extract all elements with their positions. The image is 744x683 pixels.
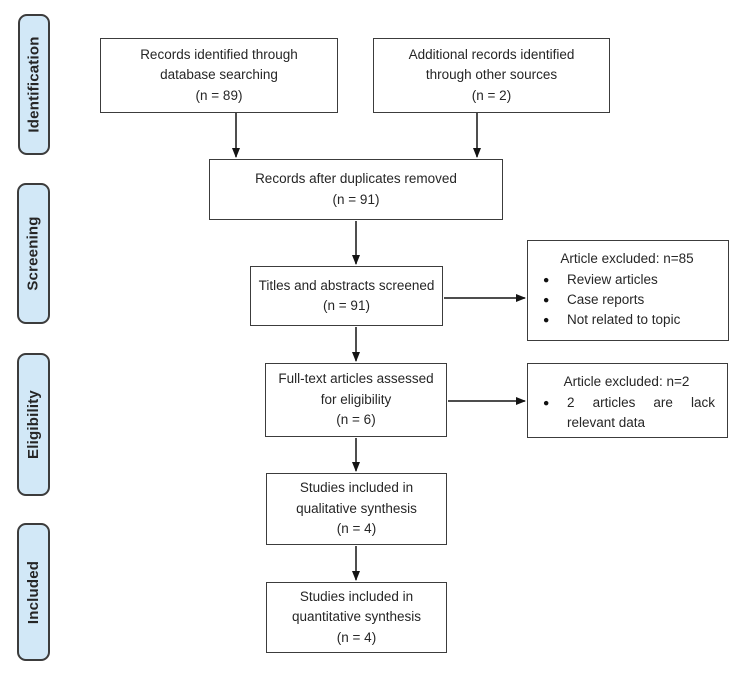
box-excluded-screening: Article excluded: n=85 ● Review articles… xyxy=(527,240,729,341)
stage-included: Included xyxy=(17,523,50,661)
box-text-line: (n = 89) xyxy=(195,87,243,103)
box-fulltext-assessed: Full-text articles assessed for eligibil… xyxy=(265,363,447,437)
excluded-screening-item: ● Review articles xyxy=(538,270,716,290)
box-text-line: (n = 91) xyxy=(323,298,370,313)
excluded-screening-item-text: Case reports xyxy=(567,292,645,307)
box-text-line: database searching xyxy=(160,67,278,83)
box-text-line: Studies included in xyxy=(299,588,414,604)
box-quantitative-synthesis: Studies included in quantitative synthes… xyxy=(266,582,447,653)
bullet-icon: ● xyxy=(543,397,550,409)
box-text-line: (n = 2) xyxy=(471,87,512,103)
stage-eligibility: Eligibility xyxy=(17,353,50,496)
box-text-line: (n = 4) xyxy=(336,629,377,645)
box-text-line: Records identified through xyxy=(140,46,298,62)
box-text-line: Full-text articles assessed xyxy=(278,371,434,387)
box-qualitative-synthesis: Studies included in qualitative synthesi… xyxy=(266,473,447,545)
bullet-icon: ● xyxy=(543,314,550,326)
stage-screening: Screening xyxy=(17,183,50,324)
box-text-line: for eligibility xyxy=(320,391,392,407)
excluded-screening-item: ● Not related to topic xyxy=(538,310,716,330)
box-duplicates-removed: Records after duplicates removed (n = 91… xyxy=(209,159,503,220)
box-text-line: qualitative synthesis xyxy=(296,500,417,516)
excluded-screening-title: Article excluded: n=85 xyxy=(560,251,694,266)
box-text-line: (n = 4) xyxy=(336,521,377,537)
stage-screening-label: Screening xyxy=(25,216,43,291)
excluded-eligibility-item: ● 2 articles are lack relevant data xyxy=(538,393,715,433)
box-text-line: through other sources xyxy=(425,67,558,83)
stage-identification-label: Identification xyxy=(25,36,43,133)
excluded-screening-item-text: Review articles xyxy=(567,272,658,287)
excluded-eligibility-title: Article excluded: n=2 xyxy=(563,374,690,389)
box-text-line: Titles and abstracts screened xyxy=(258,277,435,293)
box-text-line: quantitative synthesis xyxy=(291,609,422,625)
box-text-line: Records after duplicates removed xyxy=(255,171,457,186)
stage-identification: Identification xyxy=(18,14,50,155)
box-text-line: Studies included in xyxy=(299,480,414,496)
bullet-icon: ● xyxy=(543,294,550,306)
box-records-database-searching: Records identified through database sear… xyxy=(100,38,338,113)
excluded-screening-item-text: Not related to topic xyxy=(567,312,681,327)
stage-eligibility-label: Eligibility xyxy=(25,390,42,459)
box-text-line: Additional records identified xyxy=(408,46,575,62)
box-excluded-eligibility: Article excluded: n=2 ● 2 articles are l… xyxy=(527,363,728,438)
box-titles-abstracts-screened: Titles and abstracts screened (n = 91) xyxy=(250,266,443,326)
bullet-icon: ● xyxy=(543,274,550,286)
stage-included-label: Included xyxy=(25,560,42,624)
box-additional-records: Additional records identified through ot… xyxy=(373,38,610,113)
excluded-screening-item: ● Case reports xyxy=(538,290,716,310)
excluded-eligibility-item-text: 2 articles are lack relevant data xyxy=(567,395,715,430)
box-text-line: (n = 6) xyxy=(336,412,376,428)
box-text-line: (n = 91) xyxy=(332,191,380,207)
